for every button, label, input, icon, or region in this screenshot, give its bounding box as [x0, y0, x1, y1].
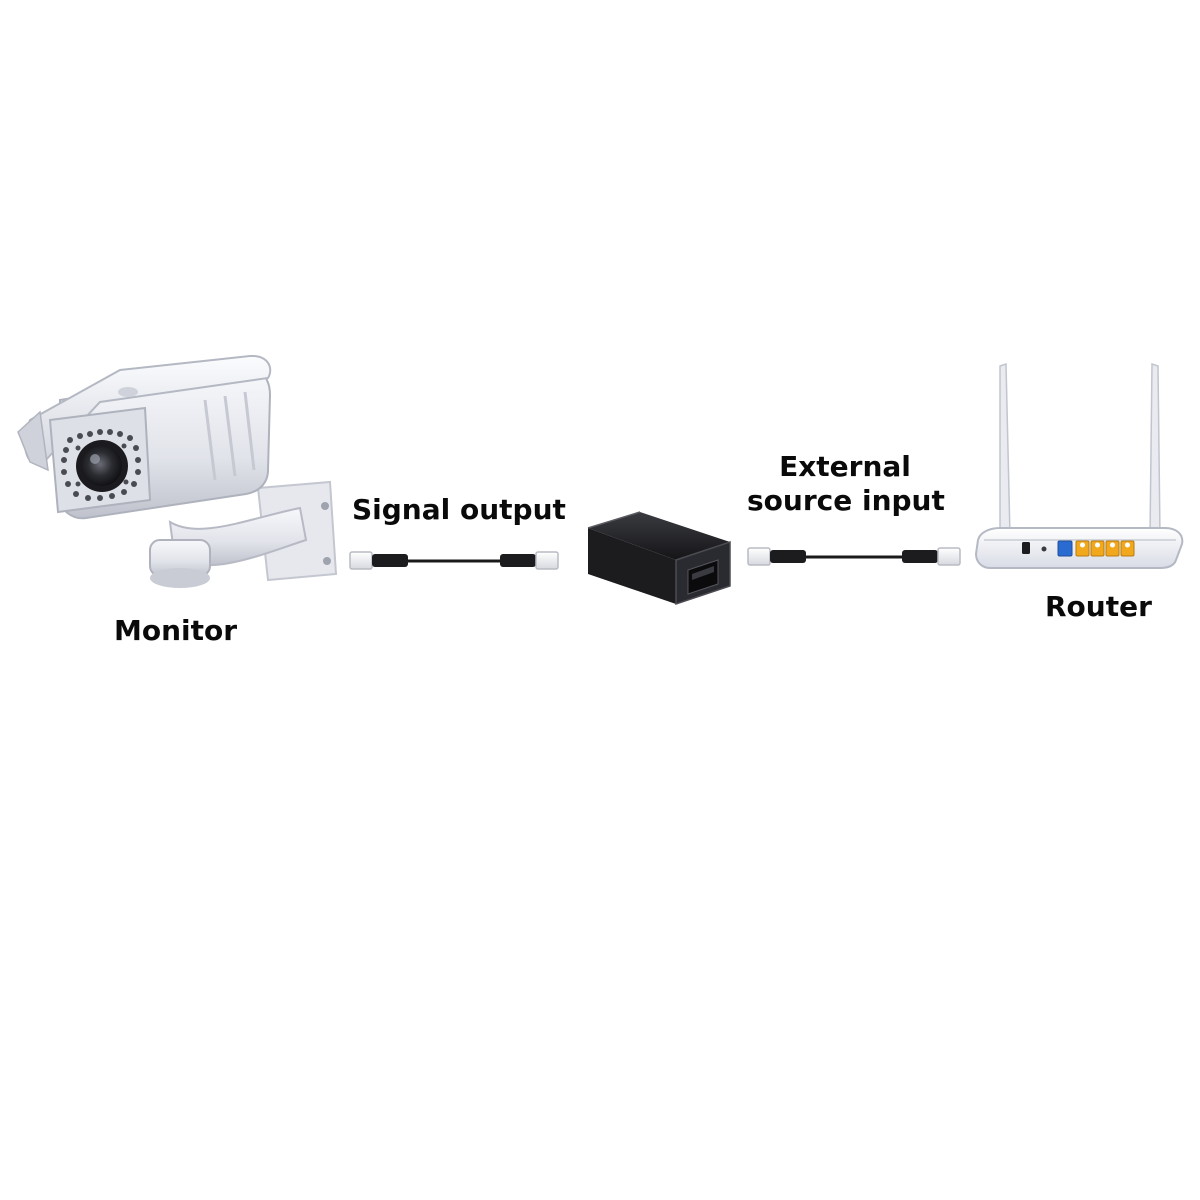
- ethernet-cable-icon: [747, 547, 961, 566]
- poe-adapter-icon: [587, 511, 731, 606]
- monitor-label: Monitor: [114, 614, 238, 647]
- ethernet-cable-icon: [349, 551, 559, 570]
- router-label: Router: [1045, 590, 1152, 623]
- signal-output-label: Signal output: [352, 493, 566, 526]
- external-label-line2: source input: [747, 483, 945, 517]
- external-source-input-label: External source input: [747, 450, 945, 517]
- external-label-line1: External: [779, 450, 911, 483]
- security-camera-icon: [17, 354, 338, 588]
- wifi-router-icon: [974, 362, 1184, 569]
